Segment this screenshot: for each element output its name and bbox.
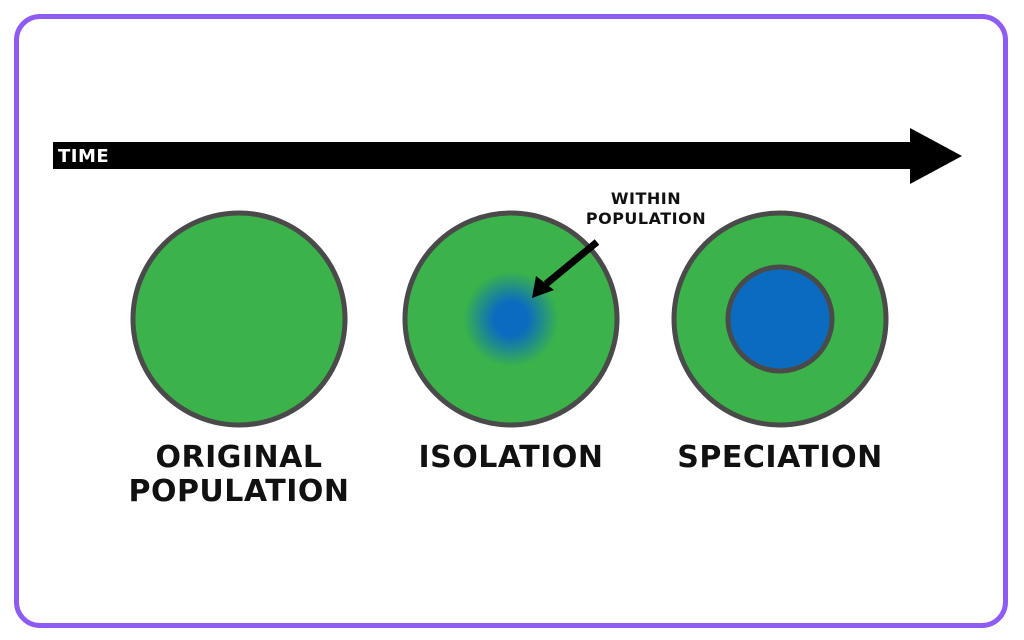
original-label-line-2: POPULATION xyxy=(128,473,350,509)
speciation-label: SPECIATION xyxy=(650,441,910,475)
callout-line-1: WITHIN xyxy=(610,189,682,208)
original-population-circle xyxy=(130,210,348,428)
callout-line-2: POPULATION xyxy=(585,209,707,228)
within-population-arrow xyxy=(532,239,600,298)
original-population-label: ORIGINAL POPULATION xyxy=(109,441,369,508)
speciation-inner-circle xyxy=(725,264,835,374)
speciation-group xyxy=(671,210,889,428)
original-label-line-1: ORIGINAL xyxy=(155,440,323,475)
isolation-label-line-1: ISOLATION xyxy=(418,440,604,475)
isolation-label: ISOLATION xyxy=(381,441,641,475)
within-population-label: WITHIN POPULATION xyxy=(566,189,726,229)
time-arrow xyxy=(53,128,962,184)
speciation-label-line-1: SPECIATION xyxy=(677,440,883,475)
time-label: TIME xyxy=(58,146,110,167)
isolation-circle xyxy=(402,210,620,428)
